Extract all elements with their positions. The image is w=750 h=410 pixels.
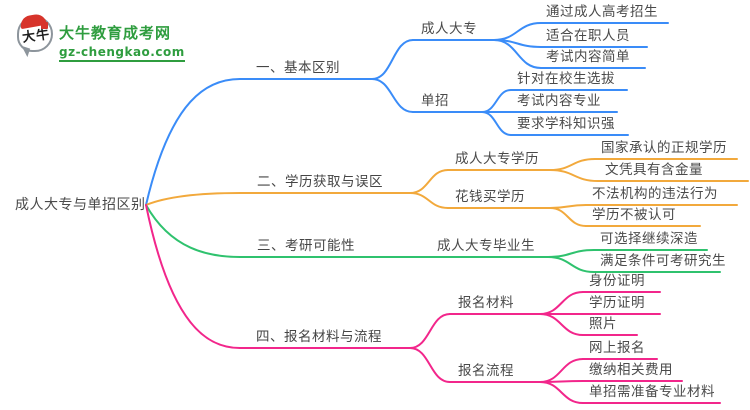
connector xyxy=(539,291,584,315)
leaf-node-1-2-1[interactable]: 针对在校生选拔 xyxy=(517,71,615,87)
sub-node-1-2[interactable]: 单招 xyxy=(421,93,449,109)
leaf-node-4-1-2[interactable]: 学历证明 xyxy=(589,295,645,311)
connector xyxy=(481,111,512,136)
connector xyxy=(549,158,596,171)
leaf-node-1-2-2[interactable]: 考试内容专业 xyxy=(517,93,601,109)
brand-domain: gz-chengkao.com xyxy=(59,45,185,62)
leaf-node-3-1-1[interactable]: 可选择继续深造 xyxy=(600,231,698,247)
brand-logo[interactable]: 大牛 大牛教育成考网 gz-chengkao.com xyxy=(17,12,185,62)
leaf-node-3-1-2[interactable]: 满足条件可考研究生 xyxy=(600,253,726,269)
brand-icon: 大牛 xyxy=(17,12,53,52)
leaf-node-1-1-2[interactable]: 适合在职人员 xyxy=(546,28,630,44)
brand-seal-icon xyxy=(41,22,48,29)
connector xyxy=(549,207,587,227)
leaf-node-4-2-1[interactable]: 网上报名 xyxy=(589,340,645,356)
leaf-node-4-2-3[interactable]: 单招需准备专业材料 xyxy=(589,384,715,400)
sub-node-2-1[interactable]: 成人大专学历 xyxy=(455,151,539,167)
sub-node-4-1[interactable]: 报名材料 xyxy=(458,295,514,311)
leaf-node-2-2-1[interactable]: 不法机构的违法行为 xyxy=(592,186,718,202)
connector xyxy=(547,249,595,258)
connector xyxy=(409,347,451,383)
leaf-node-1-1-3[interactable]: 考试内容简单 xyxy=(546,49,630,65)
branch-topic-2[interactable]: 二、学历获取与误区 xyxy=(257,174,383,190)
branch-topic-3[interactable]: 三、考研可能性 xyxy=(257,238,355,254)
connector xyxy=(493,39,542,69)
root-node[interactable]: 成人大专与单招区别 xyxy=(15,197,146,213)
leaf-node-1-2-3[interactable]: 要求学科知识强 xyxy=(517,116,615,132)
branch-topic-1[interactable]: 一、基本区别 xyxy=(256,60,340,76)
leaf-node-4-1-1[interactable]: 身份证明 xyxy=(589,273,645,289)
connector xyxy=(371,78,414,113)
connector xyxy=(409,313,451,349)
leaf-node-4-2-2[interactable]: 缴纳相关费用 xyxy=(589,362,673,378)
connector xyxy=(549,169,599,182)
root-connector xyxy=(145,204,241,258)
root-connector xyxy=(145,192,241,206)
sub-node-1-1[interactable]: 成人大专 xyxy=(421,21,477,37)
leaf-node-2-1-2[interactable]: 文凭具有含金量 xyxy=(605,162,703,178)
connector xyxy=(547,256,595,273)
leaf-node-4-1-3[interactable]: 照片 xyxy=(589,316,617,332)
connector xyxy=(539,381,584,404)
brand-text: 大牛教育成考网 gz-chengkao.com xyxy=(59,22,185,62)
connector xyxy=(371,39,414,80)
connector xyxy=(539,358,584,383)
connector xyxy=(481,89,512,113)
sub-node-2-2[interactable]: 花钱买学历 xyxy=(455,189,525,205)
sub-node-4-2[interactable]: 报名流程 xyxy=(458,363,514,379)
connector xyxy=(539,313,584,336)
leaf-node-2-2-2[interactable]: 学历不被认可 xyxy=(592,207,676,223)
branch-topic-4[interactable]: 四、报名材料与流程 xyxy=(256,329,382,345)
leaf-node-1-1-1[interactable]: 通过成人高考招生 xyxy=(546,4,658,20)
connector xyxy=(493,22,542,41)
brand-title: 大牛教育成考网 xyxy=(59,24,172,42)
connector xyxy=(409,192,449,209)
connector xyxy=(549,204,587,209)
root-connector xyxy=(145,78,241,206)
root-connector xyxy=(145,204,241,349)
sub-node-3-1[interactable]: 成人大专毕业生 xyxy=(437,238,535,254)
connector xyxy=(409,169,449,194)
leaf-node-2-1-1[interactable]: 国家承认的正规学历 xyxy=(601,140,727,156)
